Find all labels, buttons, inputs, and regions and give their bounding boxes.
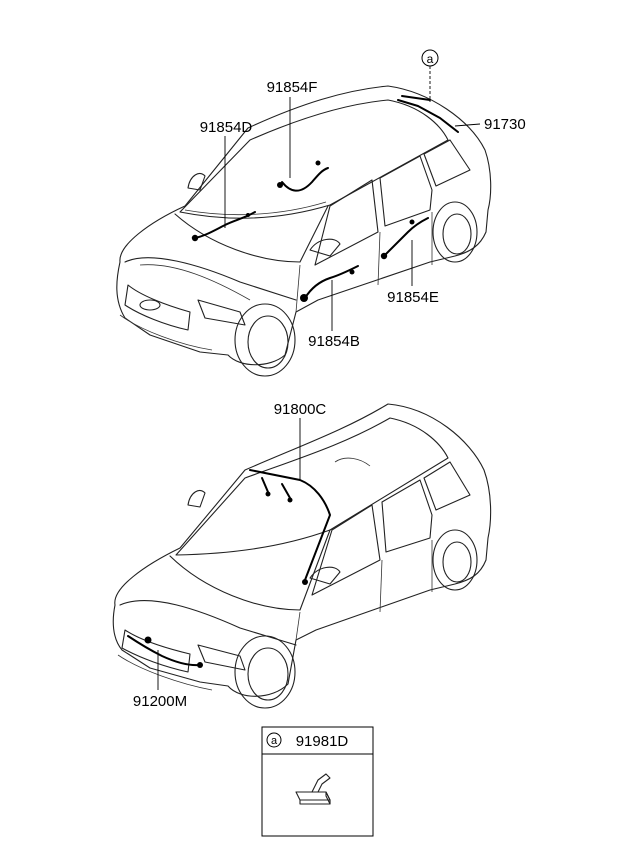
label-91854B: 91854B [308,333,360,350]
ref-a-label: a [427,52,434,66]
label-91730: 91730 [484,116,526,133]
car-top [116,85,492,377]
label-91854F: 91854F [267,79,318,96]
label-91854E: 91854E [387,289,439,306]
label-91200M: 91200M [133,693,187,710]
detail-ref-label: a [271,735,278,747]
leader-lines-top [224,49,481,331]
detail-part-label: 91981D [296,733,349,750]
label-91800C: 91800C [274,401,327,418]
detail-box: a 91981D [261,726,374,837]
label-91854D: 91854D [200,119,253,136]
car-bottom [112,403,492,709]
clip-part-91981D [295,773,331,805]
leader-lines-bottom [157,418,301,690]
detail-ref-circle [266,732,282,748]
